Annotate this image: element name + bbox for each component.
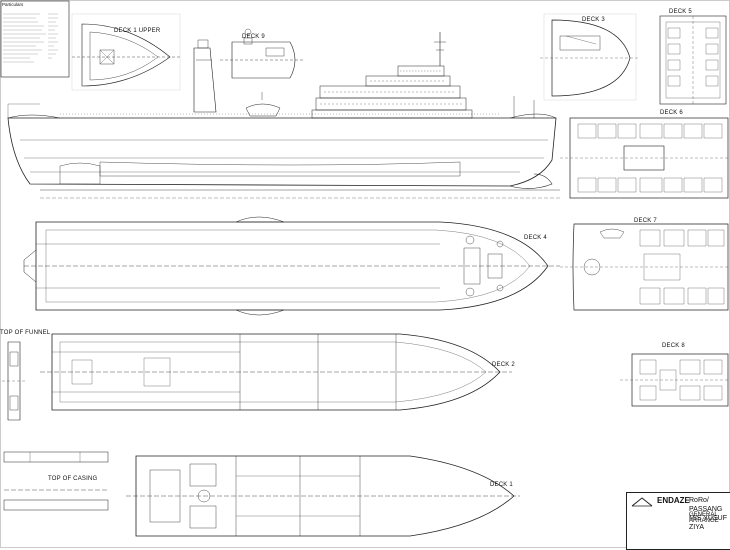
label-deck1: DECK 1 [490,482,513,488]
deck2-plan [40,333,512,411]
top-of-casing-view [3,451,109,511]
deck1-plan [126,455,520,537]
particulars-title: Particulars [2,2,24,7]
label-top-of-funnel: TOP OF FUNNEL [0,330,51,336]
company-name: ENDAZE [657,496,690,505]
top-of-funnel-view [2,341,26,421]
deck7-plan [560,223,730,311]
label-deck8: DECK 8 [662,343,685,349]
label-deck1-upper: DECK 1 UPPER [114,28,161,34]
deck5-plan [659,15,727,105]
drawing-title: GENERAL ARRANGE [689,512,719,524]
ship-name-line1: RoRo/ PASSANG [689,497,723,513]
ship-profile [7,32,560,199]
ship-name-line2: M/S YUSUF ZIYA [689,515,727,531]
ship-name: RoRo/ PASSANG M/S YUSUF ZIYA [689,496,730,532]
deck8-plan [620,353,730,407]
label-deck5: DECK 5 [669,9,692,15]
label-top-of-casing: TOP OF CASING [48,476,98,482]
company-logo [631,497,653,507]
deck3-plan [540,13,640,101]
deck9-plan [220,28,304,79]
label-deck4: DECK 4 [524,235,547,241]
label-deck3: DECK 3 [582,17,605,23]
deck1-upper-plan [71,13,181,91]
label-deck9: DECK 9 [242,34,265,40]
particulars-table [0,0,70,78]
particulars-box: Particulars [0,0,70,76]
deck4-plan [23,216,560,316]
deck6-plan [560,117,730,199]
label-deck2: DECK 2 [492,362,515,368]
label-deck6: DECK 6 [660,110,683,116]
title-block: ENDAZE RoRo/ PASSANG M/S YUSUF ZIYA GENE… [626,492,730,550]
label-deck7: DECK 7 [634,218,657,224]
